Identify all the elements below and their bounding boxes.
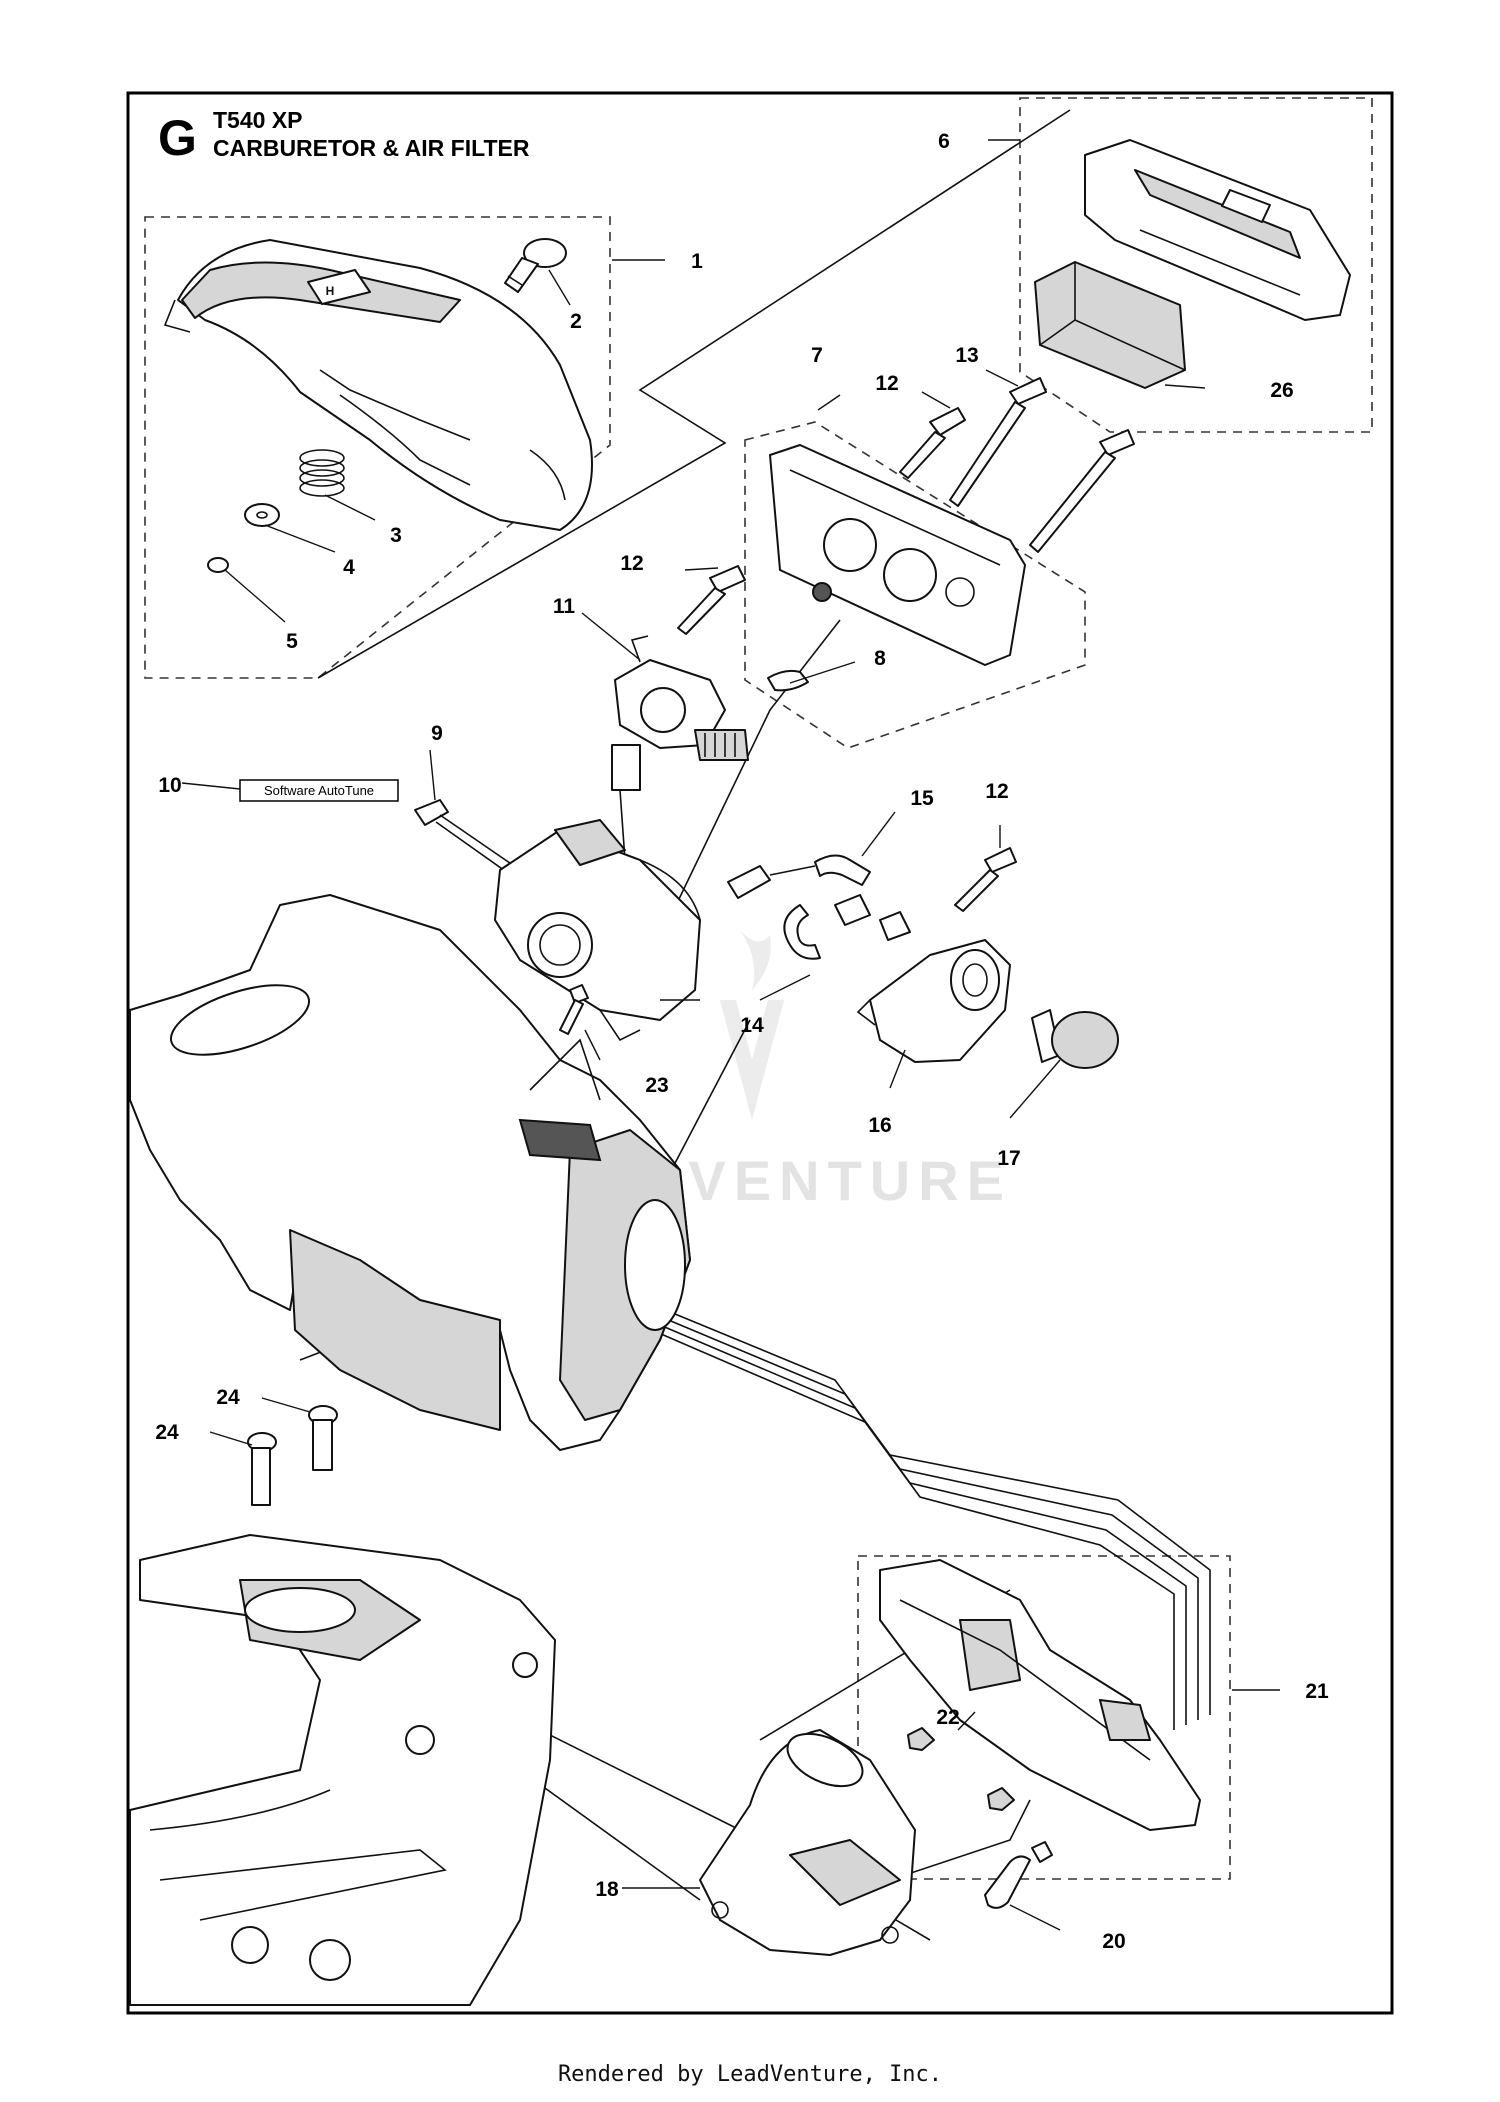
part-bolt-upper-c [1029,429,1135,553]
part-bolt-middle [677,565,746,635]
callout-11: 11 [553,595,576,618]
callout-26: 26 [1270,379,1293,402]
part-knob-screw [504,238,567,293]
part-intake-bracket [879,1559,1201,1831]
callout-10: 10 [158,774,181,797]
part-nut-a [907,1727,935,1751]
footer-credit: Rendered by LeadVenture, Inc. [557,2062,943,2087]
callout-20: 20 [1102,1930,1125,1953]
group-box-adapter [744,421,1086,749]
callout-3: 3 [390,524,402,547]
callout-23: 23 [645,1074,668,1097]
callout-24-right: 24 [216,1386,240,1409]
group-box-cover [144,216,611,679]
part-carburetor [494,819,701,1042]
software-autotune-label: Software AutoTune [264,783,374,798]
part-primer-housing [856,939,1011,1063]
callout-12-middle: 12 [620,552,643,575]
part-intake-manifold [699,1729,916,1956]
diagram-title: CARBURETOR & AIR FILTER [213,135,530,161]
callout-6: 6 [938,130,950,153]
callout-13: 13 [955,344,978,367]
part-pulse-tube [984,1841,1053,1909]
group-box-intake [857,1555,1231,1880]
part-filter-housing [1084,139,1351,321]
part-washer [244,503,280,527]
part-cylinder-housing [129,894,691,1451]
part-nut-b [987,1787,1015,1811]
callout-2: 2 [570,310,582,333]
callout-18: 18 [595,1878,619,1901]
callout-16: 16 [868,1114,891,1137]
callout-7: 7 [811,344,823,367]
callout-9: 9 [431,722,443,745]
callout-15: 15 [910,787,934,810]
part-spring [299,449,345,497]
section-letter: G [158,110,197,166]
part-crankcase [129,1534,556,2006]
part-bolt-lower [954,847,1017,912]
part-fuel-hose [727,854,871,899]
part-filter-element [1034,261,1186,389]
callout-labels: 1 2 3 4 5 6 7 8 9 10 11 12 12 12 13 14 1… [155,130,1329,1953]
callout-12-upper: 12 [875,372,898,395]
part-bolt-upper-b [949,377,1047,507]
part-stepper-valve [614,635,749,761]
callout-1: 1 [691,250,703,273]
part-clip [207,557,229,573]
part-fuel-line [783,894,911,960]
callout-22: 22 [936,1706,959,1729]
part-primer-bulb [1031,1009,1119,1069]
part-bolt-24a [247,1432,277,1506]
callout-17: 17 [997,1147,1020,1170]
diagram-frame [126,91,1394,2015]
callout-24-left: 24 [155,1421,179,1444]
callout-14: 14 [740,1014,764,1037]
part-gasket [767,669,809,692]
part-adapter-plate [769,444,1026,666]
callout-8: 8 [874,647,886,670]
part-bolt-upper-a [899,407,966,479]
part-bolt-24b [308,1405,338,1471]
model-name: T540 XP [213,107,303,133]
part-top-cover: H [163,239,593,531]
callout-5: 5 [286,630,298,653]
leader-lines [181,139,1280,1931]
group-box-filter [1019,97,1373,433]
part-screw-small [559,984,589,1035]
callout-4: 4 [343,556,355,579]
callout-21: 21 [1305,1680,1329,1703]
svg-text:H: H [326,284,335,298]
software-autotune-box: Software AutoTune [239,779,399,802]
callout-12-lower: 12 [985,780,1008,803]
